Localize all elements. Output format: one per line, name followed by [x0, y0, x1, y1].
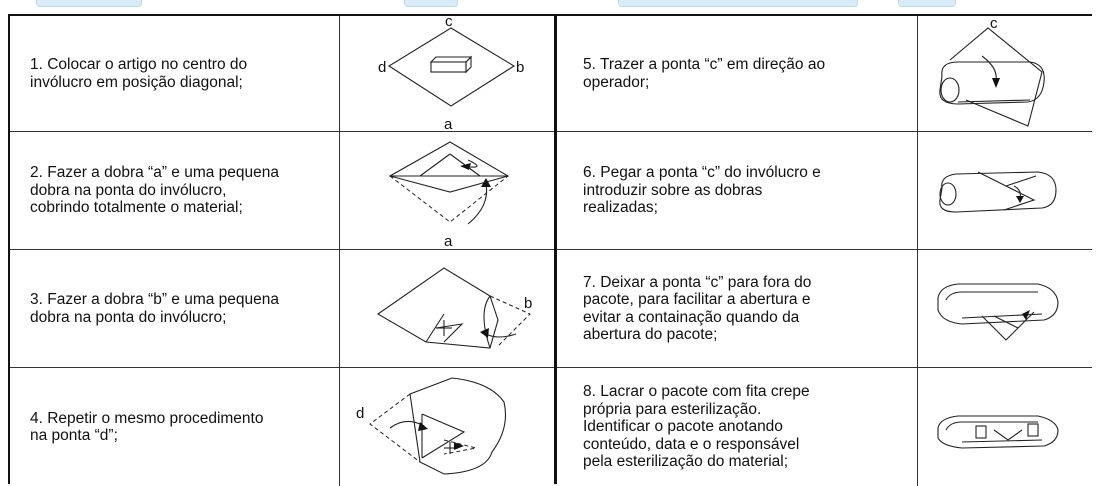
step-6-row: 6. Pegar a ponta “c” do invólucro e intr…: [557, 132, 1092, 250]
step-1-illustration: c d b a: [339, 13, 554, 133]
wrapped-package: [937, 283, 1059, 325]
corner-label-a: a: [444, 233, 453, 250]
corner-label-d: d: [356, 405, 364, 422]
step-5-text: 5. Trazer a ponta “c” em direção ao oper…: [583, 56, 826, 91]
top-tab-3: [618, 0, 858, 7]
fold-arrow: [992, 78, 1000, 88]
top-tab-1: [36, 0, 142, 7]
step-5-row: 5. Trazer a ponta “c” em direção ao oper…: [557, 15, 1092, 132]
step-2-diagram: a: [388, 141, 510, 250]
step-2-row: 2. Fazer a dobra “a” e uma pequena dobra…: [10, 132, 554, 250]
step-7-text: 7. Deixar a ponta “c” para fora do pacot…: [583, 273, 812, 344]
corner-label-b: b: [524, 295, 532, 312]
folded-sheet: [409, 377, 507, 475]
rolled-package: [939, 171, 1057, 213]
step-4-text-cell: 4. Repetir o mesmo procedimento na ponta…: [10, 368, 338, 486]
step-4-illustration: d: [339, 368, 554, 486]
step-7-text-cell: 7. Deixar a ponta “c” para fora do pacot…: [557, 250, 917, 367]
fold-arrow: [480, 328, 489, 338]
step-8-text-cell: 8. Lacrar o pacote com fita crepe própri…: [557, 368, 917, 486]
sealed-package: [937, 415, 1059, 449]
corner-label-d: d: [378, 59, 386, 76]
step-6-text-cell: 6. Pegar a ponta “c” do invólucro e intr…: [557, 132, 917, 249]
corner-label-b: b: [516, 59, 524, 76]
fold-a-outline: [389, 175, 509, 223]
step-2-illustration: a: [339, 132, 554, 250]
fold-arrow: [1022, 310, 1030, 320]
flap-c-tucked: [977, 171, 1036, 211]
step-8-illustration: [917, 368, 1092, 486]
step-3-diagram: b: [376, 267, 532, 349]
step-7-diagram: [937, 283, 1059, 341]
article-box: [429, 55, 473, 74]
partially-folded-sheet: [376, 267, 499, 349]
tape-right: [1027, 423, 1039, 437]
step-7-row: 7. Deixar a ponta “c” para fora do pacot…: [557, 250, 1092, 368]
folded-sheet: [388, 141, 510, 193]
step-5-illustration: c: [917, 15, 1092, 131]
step-5-text-cell: 5. Trazer a ponta “c” em direção ao oper…: [557, 16, 917, 131]
step-6-text: 6. Pegar a ponta “c” do invólucro e intr…: [583, 164, 821, 217]
fold-arrow: [418, 422, 428, 431]
corner-label-a: a: [444, 116, 453, 133]
rolled-package: [939, 61, 1045, 105]
fold-arrow-small: [460, 163, 471, 170]
fold-arrow-small: [454, 442, 464, 450]
step-5-diagram: c: [939, 15, 1045, 127]
step-3-text-cell: 3. Fazer a dobra “b” e uma pequena dobra…: [10, 250, 338, 367]
tape-left: [975, 425, 987, 439]
step-3-row: 3. Fazer a dobra “b” e uma pequena dobra…: [10, 250, 554, 368]
step-6-illustration: [917, 132, 1092, 249]
step-6-diagram: [939, 171, 1057, 213]
fold-b-outline: [489, 295, 531, 347]
step-8-diagram: [937, 415, 1059, 449]
flap-c: [949, 27, 1043, 127]
step-1-text: 1. Colocar o artigo no centro do invóluc…: [30, 56, 248, 91]
step-3-illustration: b: [339, 250, 554, 367]
step-7-illustration: [917, 250, 1092, 367]
step-1-row: 1. Colocar o artigo no centro do invóluc…: [10, 13, 554, 133]
step-4-diagram: d: [356, 377, 507, 475]
top-tab-2: [404, 0, 458, 7]
right-instructions-table: 5. Trazer a ponta “c” em direção ao oper…: [554, 14, 1092, 486]
corner-label-c: c: [445, 13, 453, 30]
fold-d-outline: [369, 393, 421, 463]
top-strip: [0, 0, 1096, 10]
step-1-diagram: c d b a: [378, 13, 524, 133]
step-2-text-cell: 2. Fazer a dobra “a” e uma pequena dobra…: [10, 132, 338, 249]
fold-arrow-large: [481, 178, 491, 187]
fold-arrow: [1016, 196, 1024, 203]
step-4-text: 4. Repetir o mesmo procedimento na ponta…: [30, 409, 264, 445]
step-8-row: 8. Lacrar o pacote com fita crepe própri…: [557, 368, 1092, 486]
step-8-text: 8. Lacrar o pacote com fita crepe própri…: [583, 383, 810, 471]
step-2-text: 2. Fazer a dobra “a” e uma pequena dobra…: [30, 164, 280, 217]
wrap-sheet: [387, 27, 516, 107]
top-tab-4: [898, 0, 956, 7]
corner-label-c: c: [990, 15, 998, 32]
left-instructions-table: 1. Colocar o artigo no centro do invóluc…: [8, 13, 554, 486]
flap-c-outside: [981, 311, 1035, 341]
step-3-text: 3. Fazer a dobra “b” e uma pequena dobra…: [30, 291, 280, 326]
step-4-row: 4. Repetir o mesmo procedimento na ponta…: [10, 368, 554, 486]
step-1-text-cell: 1. Colocar o artigo no centro do invóluc…: [10, 16, 338, 131]
